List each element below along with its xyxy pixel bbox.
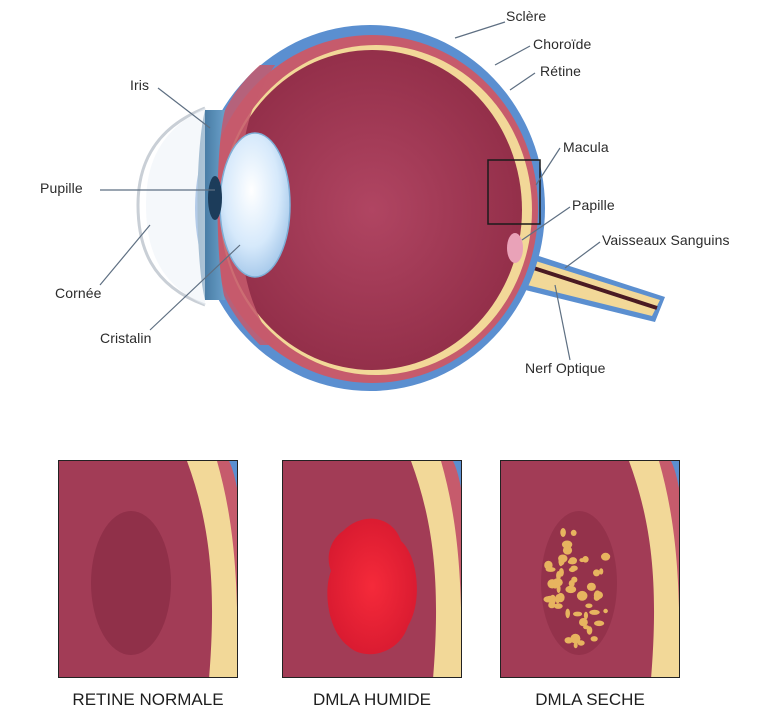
drusen-spot — [571, 530, 577, 536]
label-choroide: Choroïde — [533, 36, 591, 52]
drusen-spot — [557, 593, 565, 602]
drusen-spot — [565, 586, 576, 593]
panel-dmla-seche — [500, 460, 680, 678]
drusen-spot — [603, 609, 608, 613]
caption-dmla-seche: DMLA SECHE — [500, 690, 680, 710]
eye-cross-section — [0, 0, 779, 440]
lens — [220, 133, 290, 277]
caption-dmla-humide: DMLA HUMIDE — [282, 690, 462, 710]
drusen-spot — [584, 612, 588, 620]
label-nerf-optique: Nerf Optique — [525, 360, 606, 376]
papilla — [507, 233, 523, 263]
label-papille: Papille — [572, 197, 615, 213]
label-macula: Macula — [563, 139, 609, 155]
drusen-spot — [587, 583, 596, 591]
drusen-spot — [601, 553, 610, 561]
label-pupille: Pupille — [40, 180, 83, 196]
drusen-spot — [574, 642, 578, 648]
drusen-spot — [589, 610, 600, 615]
panel-retine-normale — [58, 460, 238, 678]
caption-retine-normale: RETINE NORMALE — [58, 690, 238, 710]
drusen-spot — [573, 612, 582, 617]
label-retine: Rétine — [540, 63, 581, 79]
drusen-spot — [565, 637, 573, 643]
drusen-spot — [580, 592, 585, 596]
pupil — [208, 176, 222, 220]
drusen-spot — [568, 559, 577, 564]
drusen-spot — [594, 621, 604, 627]
label-sclere: Sclère — [506, 8, 546, 24]
label-cristalin: Cristalin — [100, 330, 151, 346]
label-cornee: Cornée — [55, 285, 102, 301]
drusen-spot — [544, 596, 554, 602]
drusen-spot — [553, 578, 563, 586]
drusen-spot — [569, 568, 576, 573]
drusen-spot — [582, 556, 588, 563]
drusen-spot — [563, 546, 572, 555]
drusen-spot — [559, 556, 564, 566]
drusen-spot — [599, 568, 603, 574]
panel-dmla-humide — [282, 460, 462, 678]
drusen-spot — [544, 561, 552, 570]
drusen-spot — [593, 569, 600, 576]
drusen-spot — [594, 590, 601, 600]
drusen-spot — [565, 609, 570, 619]
drusen-spot — [591, 636, 598, 641]
label-iris: Iris — [130, 77, 149, 93]
drusen-spot — [587, 626, 593, 634]
drusen-spot — [560, 528, 566, 537]
macula-normal — [91, 511, 171, 655]
label-vaisseaux: Vaisseaux Sanguins — [602, 232, 730, 248]
drusen-spot — [585, 604, 592, 609]
